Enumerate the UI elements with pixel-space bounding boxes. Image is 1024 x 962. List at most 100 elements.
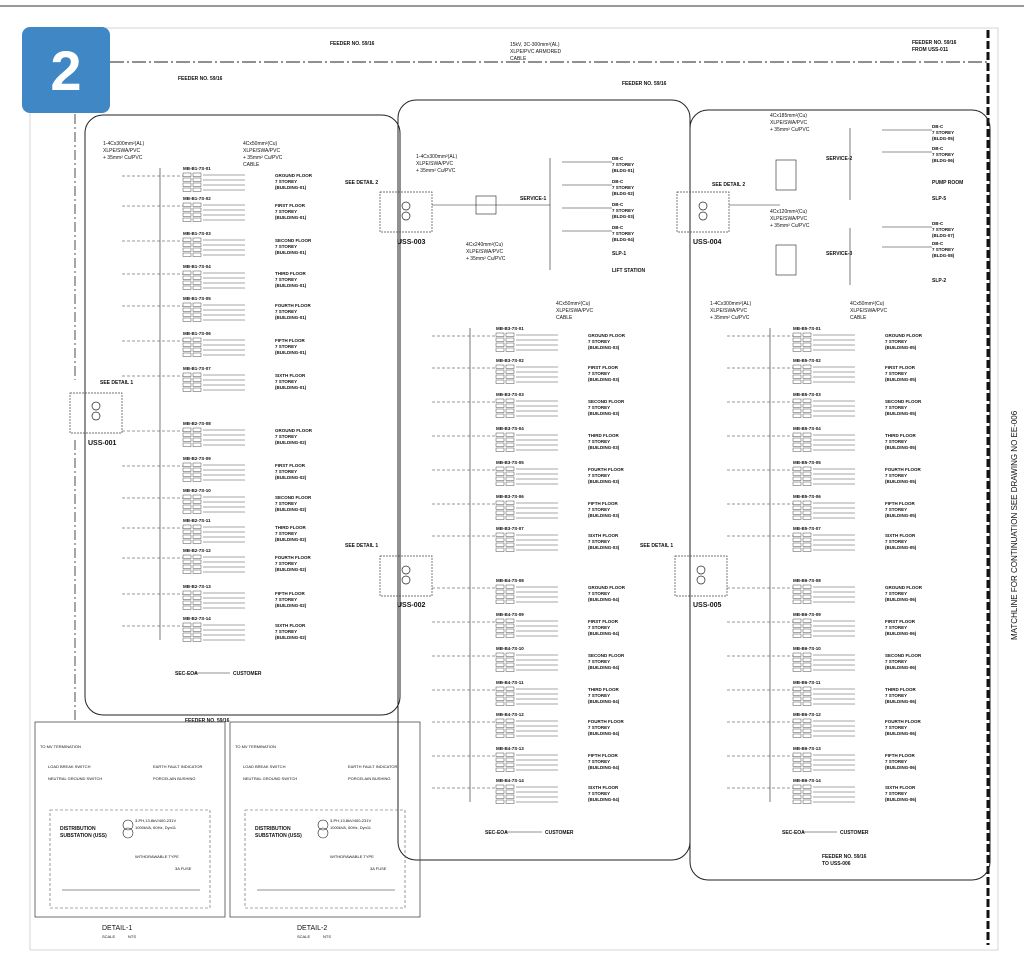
substation-uss-004[interactable]: USS-004 SEE DETAIL 2	[676, 182, 745, 246]
mdb-storey: 7 STOREY	[275, 179, 297, 184]
substation-uss-001[interactable]: USS-001 SEE DETAIL 1	[69, 380, 133, 447]
service-db[interactable]: DB-C7 STOREY(BLDG-05)	[882, 124, 955, 141]
substation-uss-002[interactable]: USS-002 SEE DETAIL 1	[345, 543, 433, 609]
cable-note: 4Cx50mm²(Cu)	[243, 141, 278, 147]
mdb-building: (BUILDING-02)	[275, 603, 307, 608]
detail-note: TO MV TERMINATION	[40, 744, 81, 749]
mdb-building: (BUILDING-05)	[885, 479, 917, 484]
feeder-label: TO USS-006	[822, 861, 851, 867]
detail-scale: NTS	[323, 934, 331, 939]
cable-note: + 35mm² Cu/PVC	[103, 155, 143, 161]
mdb-floor: THIRD FLOOR	[885, 687, 916, 692]
service-db-name: DB-C	[612, 225, 624, 230]
cable-note: 4Cx50mm²(Cu)	[556, 301, 591, 307]
detail-note: 3A FUSE	[370, 866, 387, 871]
mdb-id: MB-B5-7S-02	[793, 358, 821, 363]
mdb-id: MB-B3-7S-06	[496, 494, 524, 499]
mdb-storey: 7 STOREY	[588, 659, 610, 664]
service-2-panel[interactable]: SERVICE-2 SERVICE-3 PUMP ROOM SLP-5 SLP-…	[729, 128, 963, 285]
cable-note: + 35mm² Cu/PVC	[770, 223, 810, 229]
cable-label: 15kV, 3C-300mm²(AL)	[510, 42, 560, 48]
mdb-floor: SIXTH FLOOR	[885, 533, 916, 538]
cable-note: + 35mm² Cu/PVC	[243, 155, 283, 161]
service-db[interactable]: DB-C7 STOREY(BLDG-06)	[882, 146, 955, 163]
service-db[interactable]: DB-C7 STOREY(BLDG-07)	[882, 221, 955, 238]
mdb-id: MB-B4-7S-10	[496, 646, 524, 651]
detail-1-box[interactable]: TO MV TERMINATION EARTH FAULT INDICATOR …	[34, 721, 226, 939]
mdb-building: (BUILDING-01)	[275, 315, 307, 320]
mdb-floor: FOURTH FLOOR	[588, 467, 624, 472]
service-db-bldg: (BLDG-06)	[932, 158, 955, 163]
service-db[interactable]: DB-C7 STOREY(BLDG-03)	[562, 202, 635, 219]
mdb-floor: FIRST FLOOR	[275, 203, 306, 208]
mdb-id: MB-B2-7S-11	[183, 518, 211, 523]
mdb-floor: FOURTH FLOOR	[885, 719, 921, 724]
substation-label: USS-001	[88, 440, 117, 447]
substation-uss-003[interactable]: USS-003 SEE DETAIL 2	[345, 180, 433, 246]
service-db-bldg: (BLDG-01)	[612, 168, 635, 173]
detail-note: LOAD BREAK SWITCH	[243, 764, 286, 769]
substation-uss-005[interactable]: USS-005 SEE DETAIL 1	[640, 543, 728, 609]
service-db[interactable]: DB-C7 STOREY(BLDG-02)	[562, 179, 635, 196]
mdb-building: (BUILDING-03)	[588, 445, 620, 450]
service-db[interactable]: DB-C7 STOREY(BLDG-08)	[882, 241, 955, 258]
mdb-id: MB-B3-7S-01	[496, 326, 524, 331]
mdb-id: MB-B4-7S-09	[496, 612, 524, 617]
mdb-floor: THIRD FLOOR	[275, 271, 306, 276]
detail-scale: SCALE	[102, 934, 115, 939]
detail-2-box[interactable]: TO MV TERMINATION EARTH FAULT INDICATOR …	[229, 721, 421, 939]
mdb-storey: 7 STOREY	[588, 371, 610, 376]
mdb-building: (BUILDING-04)	[588, 597, 620, 602]
service-db[interactable]: DB-C7 STOREY(BLDG-01)	[562, 156, 635, 173]
mdb-floor: GROUND FLOOR	[885, 585, 923, 590]
mdb-storey: 7 STOREY	[588, 339, 610, 344]
service-1-panel[interactable]: SERVICE-1 SLP-1 LIFT STATION	[432, 158, 646, 274]
mdb-floor: SIXTH FLOOR	[885, 785, 916, 790]
service-db[interactable]: DB-C7 STOREY(BLDG-04)	[562, 225, 635, 242]
mdb-floor: FOURTH FLOOR	[275, 303, 311, 308]
